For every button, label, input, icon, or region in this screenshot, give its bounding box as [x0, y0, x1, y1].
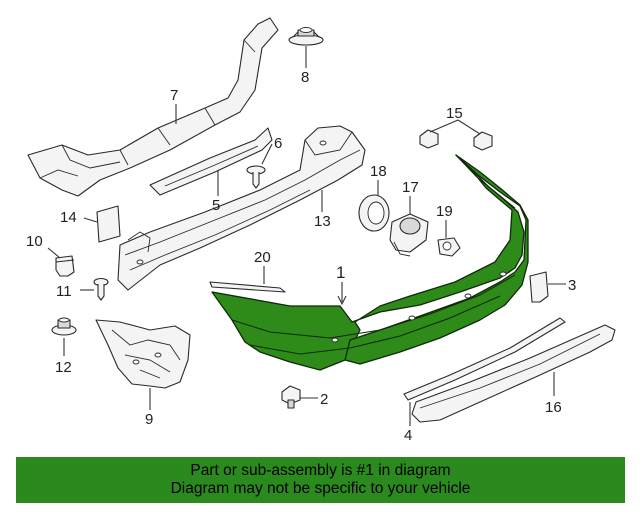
callout-10: 10	[26, 233, 43, 250]
part-10-clip	[55, 255, 75, 277]
callout-12: 12	[55, 359, 72, 376]
part-15-nuts	[419, 129, 493, 151]
part-14-plate	[96, 205, 121, 243]
callout-16: 16	[545, 399, 562, 416]
callout-8: 8	[301, 69, 309, 86]
callout-11: 11	[56, 283, 72, 300]
callout-5: 5	[212, 197, 220, 214]
part-8-nut	[288, 27, 324, 46]
part-7-reinforcement	[27, 17, 279, 197]
callout-14: 14	[60, 209, 77, 226]
part-1-bumper-cover	[211, 154, 529, 371]
parts-diagram: 1 2 3 4 5 6 7 8 9 10 11 12 13 14 15 16 1…	[26, 17, 616, 444]
callout-13: 13	[314, 213, 331, 230]
part-2-nut	[281, 385, 301, 409]
callout-17: 17	[402, 179, 419, 196]
callout-1: 1	[336, 263, 345, 282]
part-18-ring	[358, 194, 390, 232]
callout-leaders	[47, 46, 566, 426]
callout-3: 3	[568, 277, 576, 294]
part-17-sensor	[389, 213, 429, 257]
part-16-diffuser	[411, 324, 616, 423]
callout-4: 4	[404, 427, 412, 444]
part-20-strip	[209, 281, 286, 293]
callout-20: 20	[254, 249, 271, 266]
callout-9: 9	[145, 411, 153, 428]
banner-line-2: Diagram may not be specific to your vehi…	[170, 480, 471, 497]
callout-15: 15	[446, 105, 463, 122]
part-9-side-bracket	[95, 319, 191, 389]
callout-2: 2	[320, 391, 328, 408]
part-3-tab	[529, 271, 549, 303]
part-12-nut	[51, 317, 77, 336]
callout-19: 19	[436, 203, 453, 220]
part-11-screw	[93, 277, 109, 301]
callout-18: 18	[370, 163, 387, 180]
part-4-trim-strip	[403, 317, 566, 401]
part-13-impact-bar	[117, 125, 366, 291]
part-5-bracket	[149, 127, 273, 196]
info-banner: Part or sub-assembly is #1 in diagram Di…	[16, 457, 625, 503]
part-19-sensor	[437, 237, 461, 257]
banner-line-1: Part or sub-assembly is #1 in diagram	[190, 462, 451, 479]
callout-7: 7	[170, 87, 178, 104]
callout-6: 6	[274, 135, 282, 152]
part-6-screw	[246, 165, 266, 189]
